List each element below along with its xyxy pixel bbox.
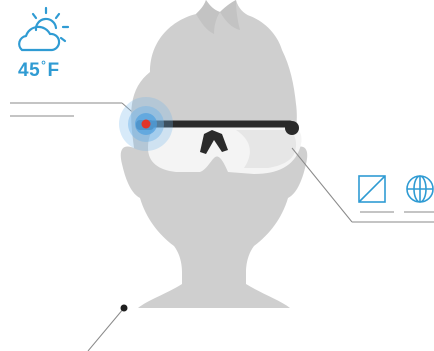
- camera-sensor-dot: [142, 120, 151, 129]
- globe-icon: [407, 176, 433, 202]
- right-callout-lines: [292, 148, 434, 222]
- square-crop-icon: [359, 176, 385, 202]
- right-hinge: [285, 121, 299, 135]
- temperature-unit: F: [47, 60, 59, 81]
- partly-cloudy-icon: [19, 8, 68, 50]
- camera-sensor-glow: [119, 97, 173, 151]
- bottom-callout: [88, 305, 128, 351]
- temperature-readout: 45°F: [18, 60, 60, 82]
- bottom-callout-dot: [121, 305, 128, 312]
- degree-symbol: °: [41, 58, 46, 72]
- temperature-value: 45: [18, 60, 40, 81]
